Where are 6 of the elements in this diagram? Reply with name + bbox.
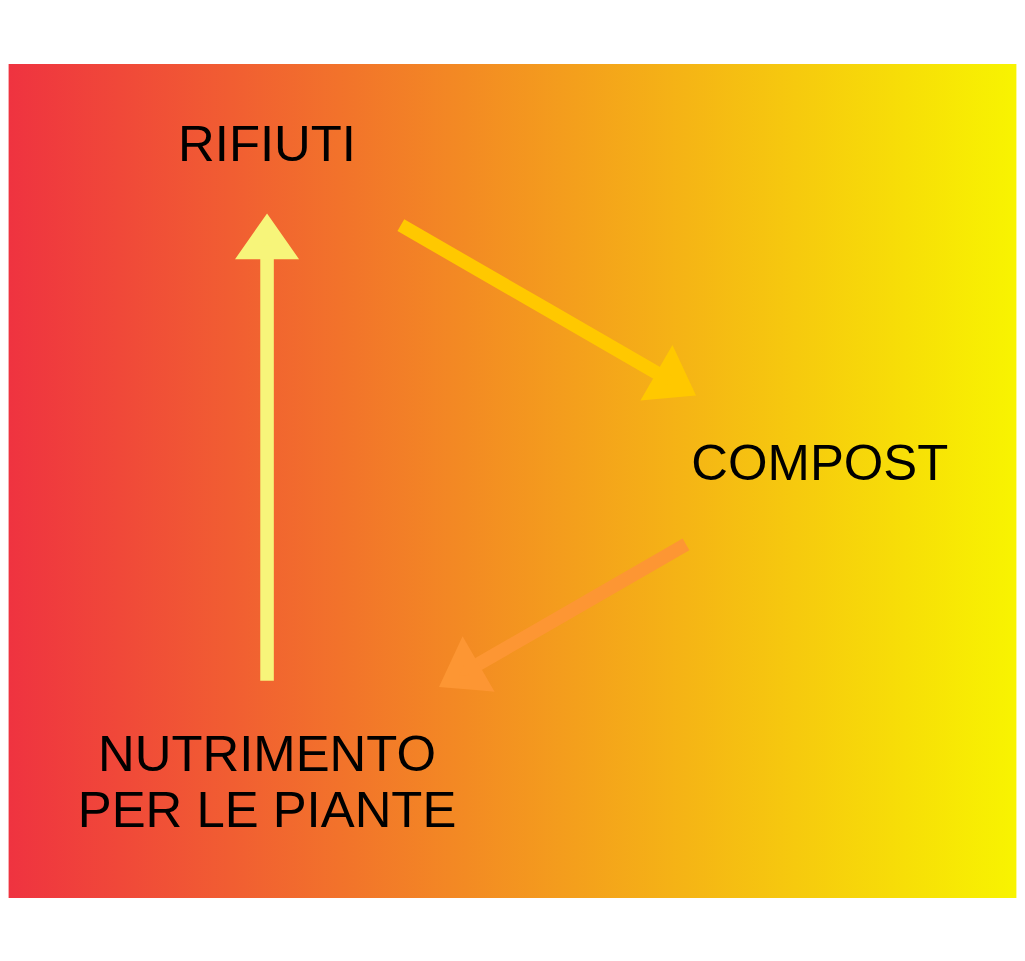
- node-text: RIFIUTI: [178, 114, 356, 172]
- arrow: [438, 537, 690, 692]
- arrow: [235, 212, 300, 681]
- node-text: COMPOST: [691, 433, 949, 491]
- node-text: NUTRIMENTO PER LE PIANTE: [77, 724, 457, 838]
- arrow: [397, 218, 697, 400]
